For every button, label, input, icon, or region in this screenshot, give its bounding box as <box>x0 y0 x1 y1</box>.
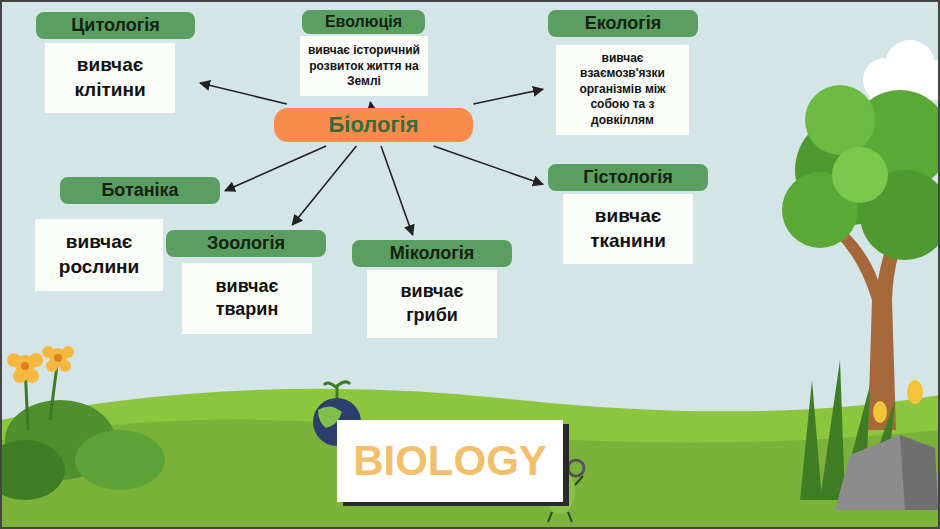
branch-node: Еволюціявивчає історичний розвиток життя… <box>300 10 428 97</box>
front-hill <box>0 420 940 529</box>
rock <box>835 435 938 510</box>
branch-heading: Цитологія <box>36 12 195 39</box>
branch-heading: Екологія <box>548 10 698 37</box>
branch-arrow <box>370 102 372 104</box>
sprout <box>324 382 350 398</box>
branch-node: Екологія вивчає взаємозв'язки організмів … <box>548 10 698 135</box>
flower <box>873 380 923 423</box>
rock-shade <box>900 435 938 510</box>
bush <box>75 430 165 490</box>
branch-heading: Ботаніка <box>60 177 220 204</box>
flower <box>7 346 74 383</box>
branch-arrow <box>292 146 356 225</box>
branch-description: вивчає гриби <box>367 270 497 338</box>
branch-description: вивчає рослини <box>35 219 163 291</box>
title-sign: BIOLOGY <box>337 420 563 502</box>
tree-crown <box>782 85 940 260</box>
branch-arrow <box>225 146 326 191</box>
branch-heading: Мікологія <box>352 240 512 267</box>
branch-description: вивчає клітини <box>45 43 175 113</box>
branch-heading: Гістологія <box>548 164 708 191</box>
central-topic: Біологія <box>274 108 473 142</box>
branch-description: вивчає взаємозв'язки організмів між собо… <box>556 45 689 135</box>
branch-node: Гістологія вивчає тканини <box>548 164 708 264</box>
bush <box>0 440 65 500</box>
branch-node: Зоологія вивчає тварин <box>166 230 326 334</box>
branch-description: вивчає тканини <box>563 194 693 264</box>
back-hill <box>0 389 940 529</box>
branch-heading: Зоологія <box>166 230 326 257</box>
branch-arrow <box>434 146 543 184</box>
sign-text: BIOLOGY <box>337 420 563 502</box>
flower-center <box>21 362 29 370</box>
branch-heading: Еволюція <box>302 10 425 34</box>
flower-center <box>54 354 62 362</box>
branch-node: Цитологія вивчає клітини <box>36 12 195 113</box>
branch-description: вивчає тварин <box>182 263 312 334</box>
branch-arrow <box>473 89 543 104</box>
central-label: Біологія <box>274 108 473 142</box>
branch-node: Мікологія вивчає гриби <box>352 240 512 338</box>
branch-arrow <box>381 146 413 235</box>
magnifier <box>568 460 584 476</box>
branch-arrow <box>200 83 287 104</box>
branch-description: вивчає історичний розвиток життя на Земл… <box>300 36 428 96</box>
